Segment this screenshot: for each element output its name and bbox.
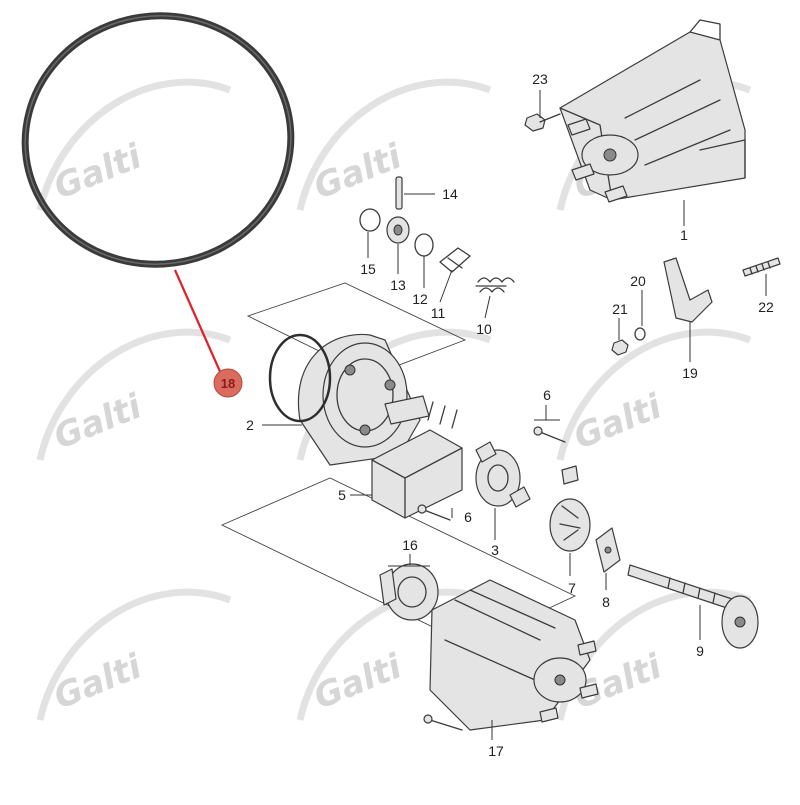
callout-20: 20 <box>630 273 646 289</box>
part-5-terminal-block[interactable] <box>371 395 463 519</box>
highlight-leader-18 <box>173 269 224 377</box>
callout-11: 11 <box>431 305 446 321</box>
enlarged-oring[interactable] <box>9 0 307 281</box>
callout-2: 2 <box>246 417 254 433</box>
callout-6b: 6 <box>464 509 472 525</box>
callout-labels: 1 2 3 5 6 6 7 8 9 10 11 12 13 14 15 16 1… <box>246 71 774 759</box>
callout-16: 16 <box>402 537 418 553</box>
callout-8: 8 <box>602 594 610 610</box>
part-18-badge[interactable]: 18 <box>213 368 243 398</box>
part-18-label: 18 <box>221 376 235 391</box>
watermark-text: Galti <box>568 386 668 457</box>
part-6-screw-upper[interactable] <box>533 426 566 443</box>
callout-10: 10 <box>476 321 492 337</box>
watermark-text: Galti <box>308 646 408 717</box>
leader-lines <box>262 90 767 740</box>
part-11-clip[interactable] <box>439 247 471 273</box>
callout-1: 1 <box>680 227 688 243</box>
part-17-housing[interactable] <box>423 579 599 731</box>
watermark-text: Galti <box>48 136 148 207</box>
callout-12: 12 <box>412 291 428 307</box>
part-23-screw[interactable] <box>524 113 561 132</box>
part-20-washer[interactable] <box>634 327 646 341</box>
callout-6a: 6 <box>543 387 551 403</box>
callout-17: 17 <box>488 743 504 759</box>
part-15-circlip[interactable] <box>359 208 381 232</box>
callout-7: 7 <box>568 580 576 596</box>
part-8-gasket[interactable] <box>595 527 621 573</box>
part-16-gear[interactable] <box>379 563 439 621</box>
callout-13: 13 <box>390 277 406 293</box>
callout-19: 19 <box>682 365 698 381</box>
part-9-armature[interactable] <box>627 564 759 649</box>
callout-21: 21 <box>612 301 628 317</box>
part-18-oring-small[interactable] <box>268 333 332 423</box>
part-10-spring[interactable] <box>475 277 515 293</box>
watermark-text: Galti <box>308 136 408 207</box>
part-3-brush-holder[interactable] <box>475 441 531 508</box>
callout-22: 22 <box>758 299 774 315</box>
part-1-motor-housing[interactable] <box>559 19 746 203</box>
callout-23: 23 <box>532 71 548 87</box>
part-13-bearing[interactable] <box>386 216 410 244</box>
part-6-screw-lower[interactable] <box>417 504 451 521</box>
part-14-pin[interactable] <box>395 176 403 210</box>
callout-14: 14 <box>442 186 458 202</box>
part-22-stud[interactable] <box>742 257 781 277</box>
part-7-cap[interactable] <box>549 465 591 552</box>
callout-5: 5 <box>338 487 346 503</box>
callout-9: 9 <box>696 643 704 659</box>
part-12-washer[interactable] <box>414 233 434 257</box>
callout-3: 3 <box>491 542 499 558</box>
watermark-text: Galti <box>48 386 148 457</box>
watermark-text: Galti <box>48 646 148 717</box>
part-19-bracket[interactable] <box>663 257 713 323</box>
part-21-nut[interactable] <box>611 339 629 356</box>
callout-15: 15 <box>360 261 376 277</box>
